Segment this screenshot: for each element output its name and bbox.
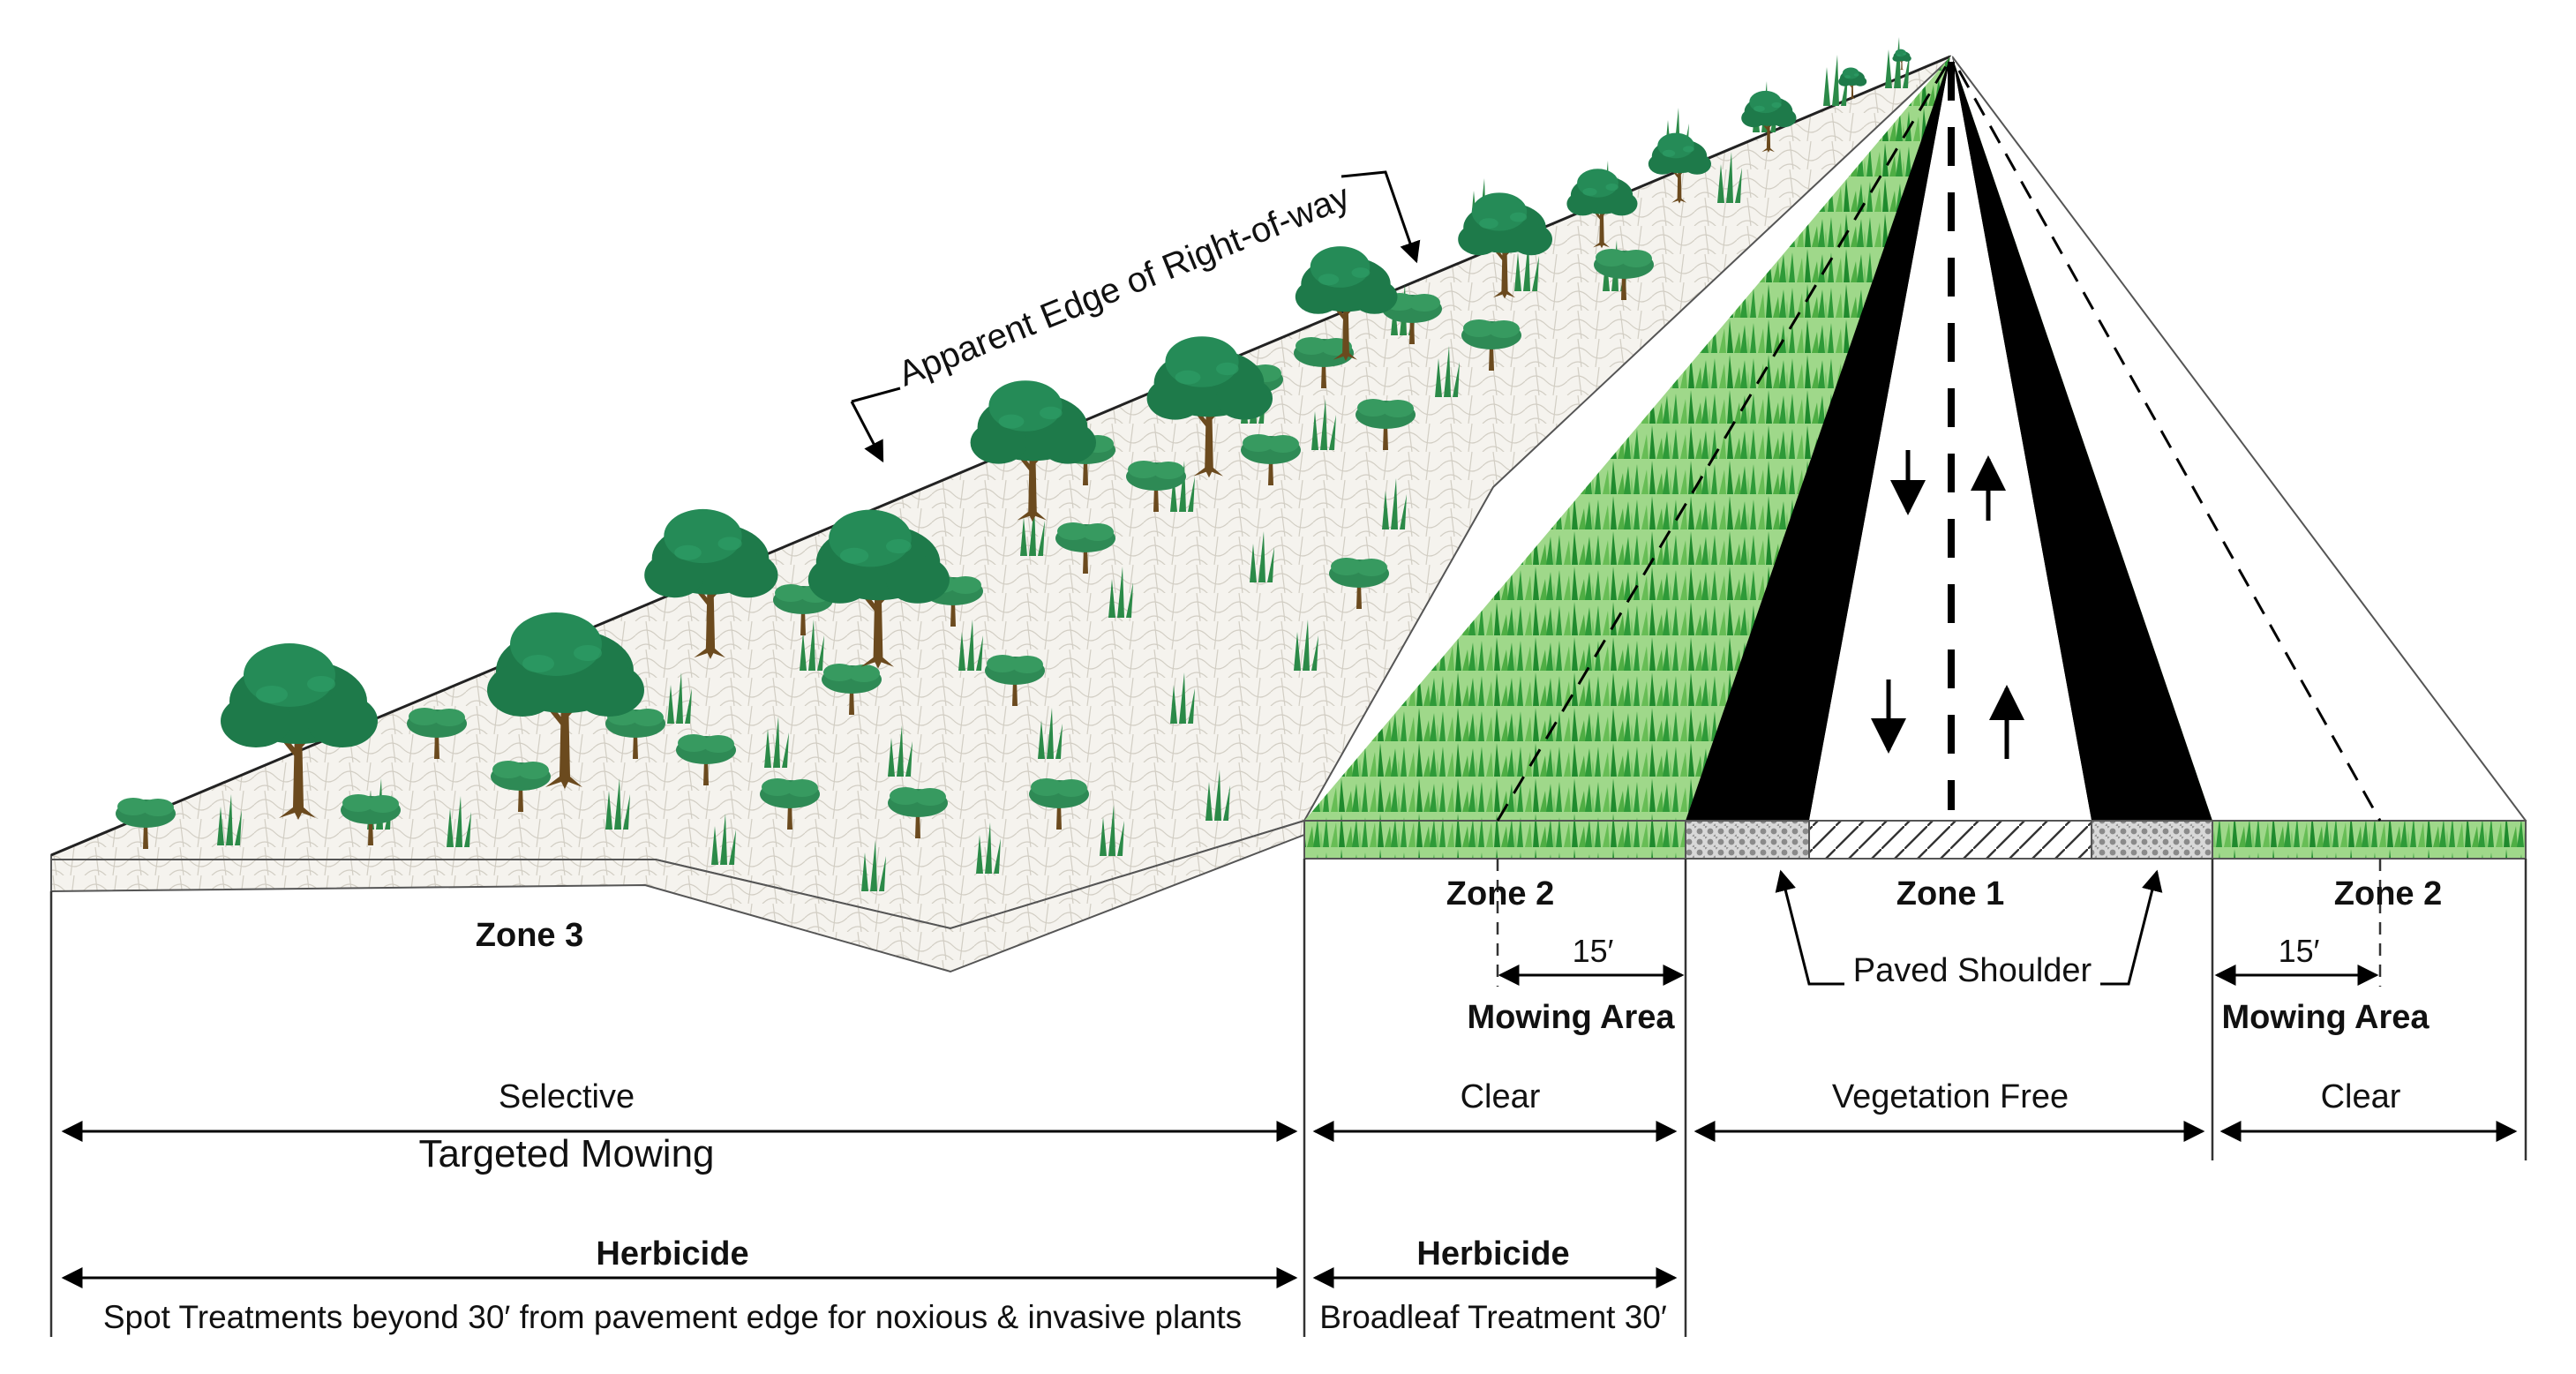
dimension-15ft-right-label: 15′ [2279,933,2320,969]
paved-shoulder-callout: Paved Shoulder [1775,869,2163,989]
herbicide-zone3-desc: Spot Treatments beyond 30′ from pavement… [103,1299,1242,1335]
mowing-zone2-right-label: Clear [2321,1078,2401,1115]
zone2-right-label: Zone 2 [2334,875,2442,912]
herbicide-zone2-title: Herbicide [1416,1235,1569,1273]
mowing-row: Selective Targeted Mowing Clear Vegetati… [61,1078,2518,1175]
mowing-area-left-label: Mowing Area [1467,999,1675,1036]
dimension-15ft-left: 15′ [1498,933,1685,986]
herbicide-row: Herbicide Spot Treatments beyond 30′ fro… [61,1235,1678,1335]
zone2-left-grass [1303,56,1953,860]
mowing-zone1-label: Vegetation Free [1832,1078,2069,1115]
zone3-label: Zone 3 [476,917,583,954]
herbicide-zone3-title: Herbicide [596,1235,748,1273]
zone-dividers [49,859,2527,1337]
zone2-left-label: Zone 2 [1446,875,1554,912]
dimension-15ft-left-label: 15′ [1573,933,1614,969]
mowing-zone3-label: Selective [499,1078,635,1115]
dimension-15ft-right: 15′ [2214,933,2379,986]
mowing-area-right-label: Mowing Area [2221,999,2430,1036]
herbicide-zone2-desc: Broadleaf Treatment 30′ [1319,1299,1667,1335]
zone2-right-grass [1951,56,2527,860]
mowing-zone3-sublabel: Targeted Mowing [418,1132,714,1175]
paved-shoulder-label: Paved Shoulder [1853,952,2092,989]
zone1-label: Zone 1 [1896,875,2004,912]
mowing-zone2-left-label: Clear [1461,1078,1541,1115]
zone1-road [1685,56,2213,860]
lane-direction-arrows [1871,450,2024,759]
